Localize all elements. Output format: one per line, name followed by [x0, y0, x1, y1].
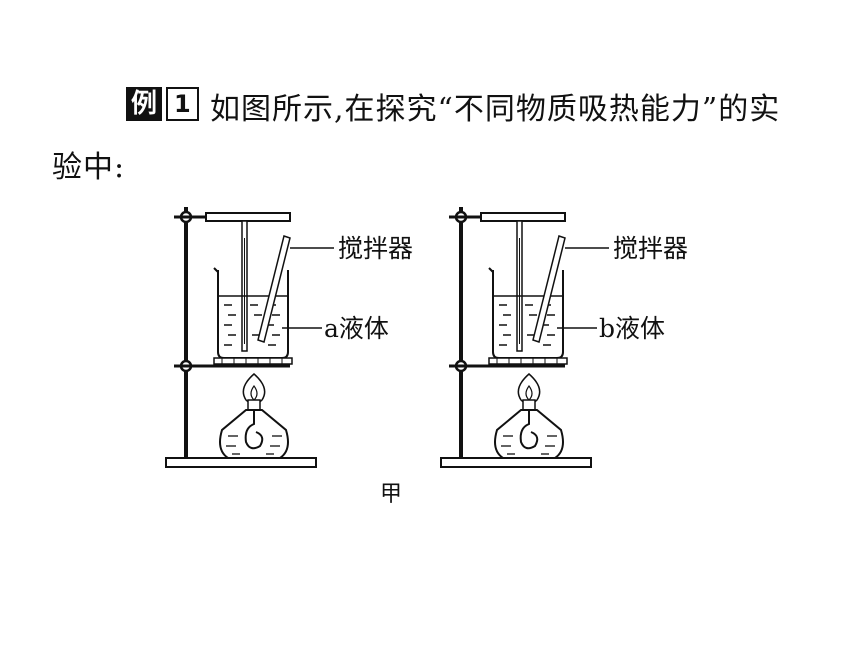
example-badge: 例 1	[126, 86, 199, 122]
example-badge-number: 1	[166, 87, 199, 121]
question-text-line2: 验中:	[52, 150, 126, 185]
figure-caption: 甲	[380, 482, 402, 507]
right-liquid-label: b液体	[599, 314, 665, 343]
right-stirrer-label: 搅拌器	[613, 234, 688, 263]
example-badge-char: 例	[126, 87, 163, 121]
left-liquid-label: a液体	[324, 314, 389, 343]
apparatus-left	[164, 205, 336, 469]
apparatus-right	[439, 205, 611, 469]
left-stirrer-label: 搅拌器	[338, 234, 413, 263]
question-text-line1: 如图所示,在探究“不同物质吸热能力”的实	[210, 92, 781, 127]
